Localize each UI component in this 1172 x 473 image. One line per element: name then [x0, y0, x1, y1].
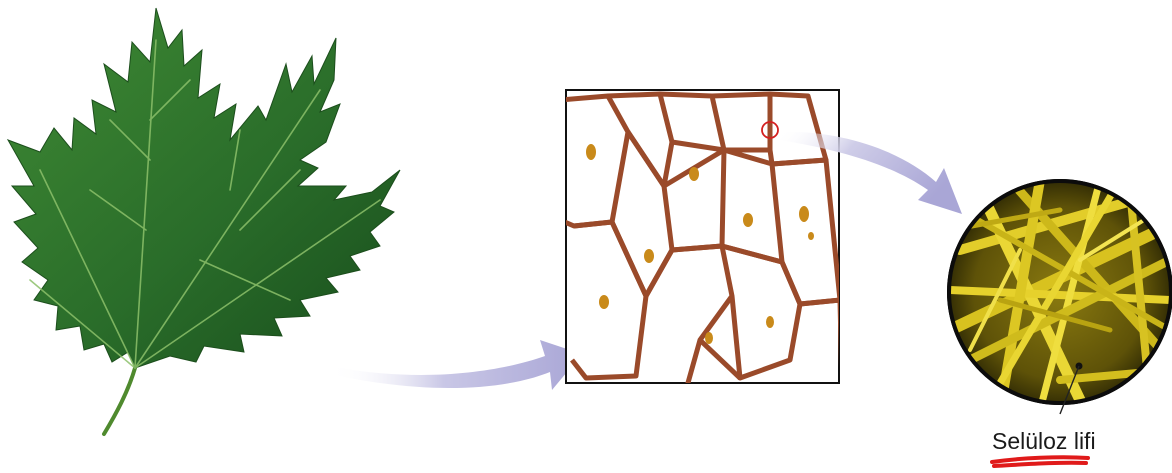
cellulose-fiber-micrograph	[945, 178, 1172, 414]
arrow-leaf-to-cells	[330, 340, 582, 390]
fiber-label: Selüloz lifi	[992, 430, 1096, 453]
fiber-label-term: Selüloz	[992, 430, 1067, 453]
red-underline	[992, 457, 1088, 466]
leaf-blade	[8, 8, 400, 368]
leaf-stem	[104, 368, 135, 434]
fiber-label-rest: lifi	[1067, 428, 1095, 454]
